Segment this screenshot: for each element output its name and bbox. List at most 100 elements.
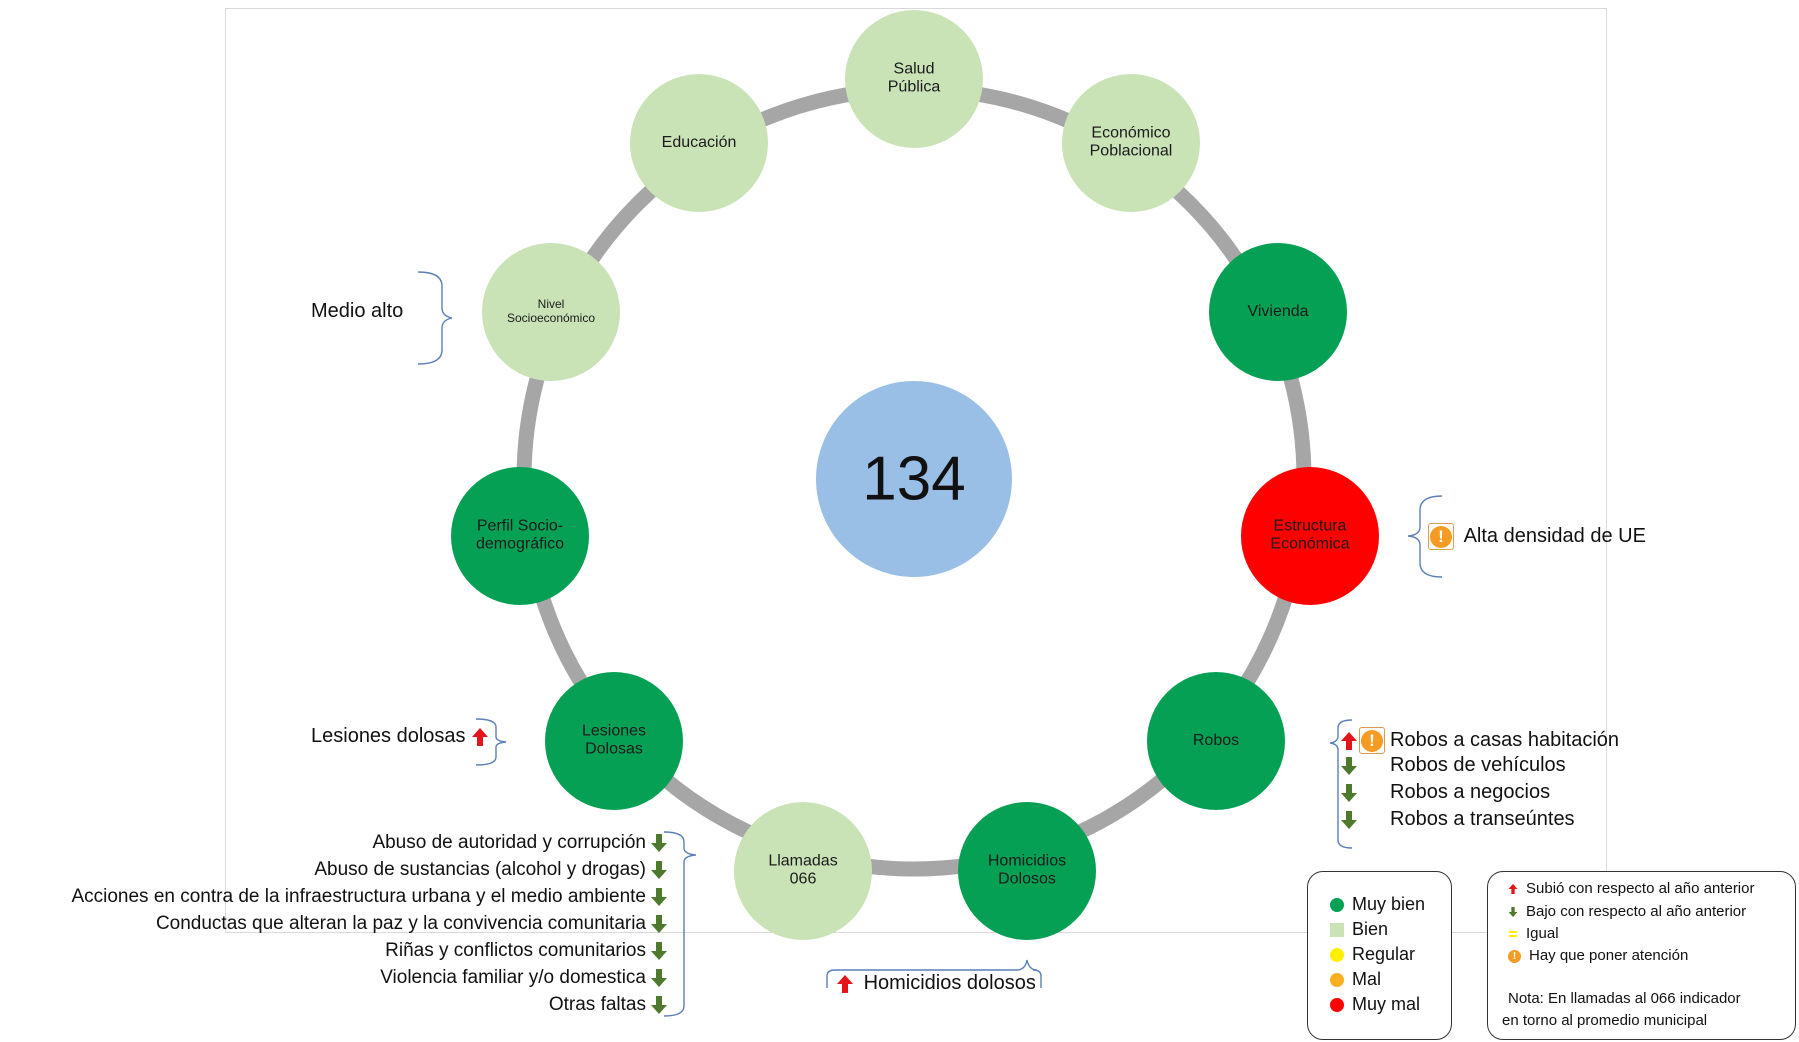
annotation-homicidios-label: Homicidios dolosos: [863, 972, 1036, 994]
legend-note-line1: Nota: En llamadas al 066 indicador: [1508, 990, 1741, 1007]
node-label-line: Dolosos: [998, 871, 1056, 888]
arrow-down-icon: [1508, 907, 1518, 918]
node-label-line: Socioeconómico: [506, 311, 596, 325]
node-label-line: Pública: [887, 79, 941, 96]
node-label-vivienda: Vivienda: [1247, 303, 1308, 321]
node-lesiones: [545, 672, 683, 810]
legend-equal-label: Igual: [1526, 925, 1559, 942]
legend-attention-row: ! Hay que poner atención: [1508, 947, 1688, 964]
brace-nivel: [417, 271, 453, 365]
legend-down-row: Bajo con respecto al año anterior: [1508, 903, 1746, 920]
llamadas-item-label: Abuso de sustancias (alcohol y drogas): [314, 859, 646, 880]
attention-icon: !: [1358, 727, 1386, 754]
center-circle: [816, 381, 1012, 577]
node-robos: [1147, 672, 1285, 810]
arrow-down-icon: [651, 887, 667, 906]
robos-item-label: Robos a transeúntes: [1390, 808, 1575, 830]
llamadas-item: Conductas que alteran la paz y la conviv…: [156, 913, 668, 935]
frame-bottom-line: [225, 932, 1607, 933]
node-salud: [845, 10, 983, 148]
arrow-down-icon: [651, 860, 667, 879]
brace-llamadas: [663, 831, 697, 1017]
nodes-layer: [451, 10, 1379, 940]
equal-icon: [1509, 931, 1517, 938]
llamadas-item-label: Riñas y conflictos comunitarios: [385, 940, 646, 961]
node-label-line: Económica: [1270, 536, 1350, 553]
llamadas-item: Abuso de autoridad y corrupción: [372, 832, 668, 854]
node-label-line: 066: [789, 871, 817, 888]
annotation-lesiones: Lesiones dolosas: [311, 725, 489, 748]
brace-estructura: [1407, 495, 1443, 578]
legend-down-label: Bajo con respecto al año anterior: [1526, 903, 1747, 920]
robos-item-label: Robos de vehículos: [1390, 754, 1566, 776]
node-vivienda: [1209, 243, 1347, 381]
node-label-line: Vivienda: [1247, 302, 1309, 320]
arrow-down-icon: [651, 968, 667, 987]
legend-attention-label: Hay que poner atención: [1529, 947, 1689, 964]
node-label-line: Educación: [661, 133, 737, 151]
llamadas-item-label: Violencia familiar y/o domestica: [380, 967, 646, 988]
llamadas-item: Otras faltas: [549, 994, 668, 1016]
legend-equal-row: Igual: [1508, 925, 1559, 942]
center-value: 134: [862, 444, 966, 514]
annotation-homicidios: Homicidios dolosos: [836, 972, 1036, 995]
brace-homicidios: [826, 959, 1042, 988]
legend-up-label: Subió con respecto al año anterior: [1526, 880, 1755, 897]
node-label-line: Robos: [1192, 731, 1240, 749]
robos-item: !Robos a casas habitación: [1340, 727, 1619, 754]
legend-swatch: [1330, 948, 1344, 963]
arrow-up-icon: [472, 727, 489, 746]
arrow-down-icon: [1341, 783, 1357, 802]
node-label-line: Estructura: [1273, 517, 1347, 535]
node-llamadas: [734, 802, 872, 940]
node-educacion: [630, 74, 768, 212]
node-homicidios: [958, 802, 1096, 940]
frame-top-line: [225, 8, 1607, 9]
node-label-line: Salud: [893, 60, 935, 78]
node-label-robos: Robos: [1193, 732, 1239, 750]
node-label-line: Perfil Socio-: [476, 517, 564, 535]
legend-status-label: Bien: [1352, 919, 1389, 939]
legend-swatch: [1330, 973, 1344, 988]
llamadas-item-label: Acciones en contra de la infraestructura…: [71, 886, 646, 907]
legend-status-label: Mal: [1352, 969, 1382, 989]
brace-robos: [1329, 719, 1353, 849]
node-label-line: Dolosas: [585, 741, 643, 758]
node-estructura: [1241, 467, 1379, 605]
llamadas-item: Acciones en contra de la infraestructura…: [71, 886, 668, 908]
robos-item-label: Robos a casas habitación: [1390, 728, 1620, 751]
legend-status-item: Muy bien: [1330, 894, 1425, 915]
legend-status-item: Bien: [1330, 919, 1388, 940]
legend-note-line2: en torno al promedio municipal: [1502, 1012, 1708, 1029]
node-economico: [1062, 74, 1200, 212]
llamadas-item: Abuso de sustancias (alcohol y drogas): [314, 859, 668, 881]
node-label-line: Lesiones: [581, 722, 647, 740]
arrow-down-icon: [1341, 810, 1357, 829]
legend-up-row: Subió con respecto al año anterior: [1508, 880, 1754, 897]
annotation-nivel: Medio alto: [311, 300, 404, 322]
node-label-line: demográfico: [475, 536, 565, 553]
node-label-educacion: Educación: [662, 134, 737, 152]
arrow-down-icon: [651, 995, 667, 1014]
annotation-estructura-label: Alta densidad de UE: [1463, 524, 1646, 547]
node-label-line: Nivel: [537, 297, 565, 312]
llamadas-item: Riñas y conflictos comunitarios: [385, 940, 668, 962]
arrow-down-icon: [1341, 756, 1357, 775]
annotation-estructura: ! Alta densidad de UE: [1428, 523, 1646, 550]
trend-legend: [1487, 871, 1796, 1040]
legend-status-item: Muy mal: [1330, 994, 1420, 1015]
legend-swatch: [1330, 923, 1344, 938]
arrow-down-icon: [651, 914, 667, 933]
robos-item: Robos a transeúntes: [1340, 808, 1575, 831]
llamadas-item-label: Otras faltas: [548, 994, 646, 1015]
attention-icon: !: [1428, 523, 1454, 550]
frame-left-line: [225, 8, 226, 933]
arrow-up-icon: [1341, 731, 1357, 750]
frame-right-line: [1606, 8, 1607, 933]
attention-icon: !: [1508, 949, 1521, 963]
